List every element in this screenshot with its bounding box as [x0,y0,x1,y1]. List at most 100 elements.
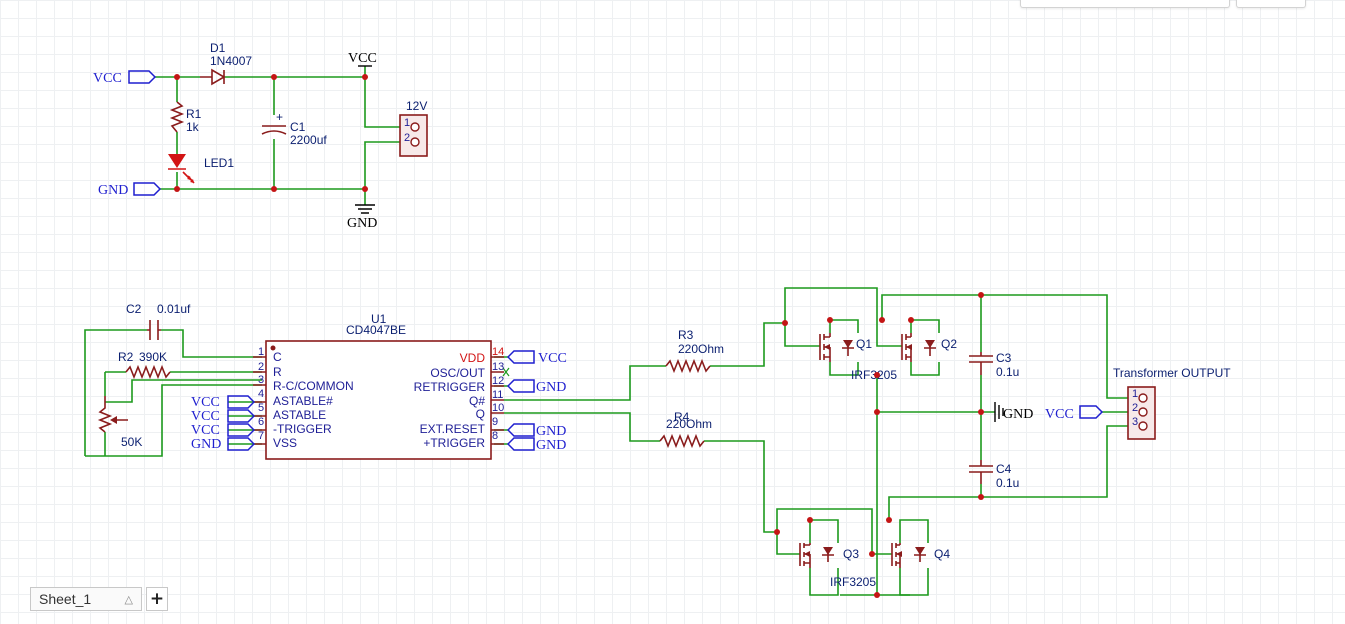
gnd-power-symbol-2[interactable]: GND [994,402,1033,422]
capacitor-c2[interactable]: C2 0.01uf [126,302,191,340]
svg-text:Q3: Q3 [843,547,859,561]
svg-text:0.1u: 0.1u [996,365,1019,379]
vcc-power-symbol[interactable]: VCC [348,51,377,67]
svg-text:0.1u: 0.1u [996,476,1019,490]
resistor-r2[interactable]: R2 390K [118,350,171,380]
mosfet-q4[interactable]: Q4 [891,543,950,568]
svg-text:2200uf: 2200uf [290,133,327,147]
oscillator-section: C2 0.01uf R2 390K 50K U1 CD4047BE 1 2 3 … [84,302,567,460]
toolbar-button[interactable] [1236,0,1306,8]
svg-text:14: 14 [492,346,504,358]
potentiometer[interactable]: 50K [97,396,142,449]
svg-text:GND: GND [1003,407,1033,422]
svg-text:9: 9 [492,416,498,428]
svg-text:3: 3 [1132,416,1138,428]
top-toolbar [1020,0,1310,8]
mosfet-q1[interactable]: Q1 [819,333,872,362]
svg-text:10: 10 [492,402,504,414]
svg-text:1: 1 [1132,388,1138,400]
svg-text:C1: C1 [290,120,306,134]
svg-text:13: 13 [492,361,504,373]
add-sheet-button[interactable]: + [146,587,168,611]
svg-text:GND: GND [536,438,566,453]
sheet-tab[interactable]: Sheet_1 △ [30,587,142,611]
svg-text:GND: GND [98,183,128,198]
svg-text:GND: GND [191,437,221,452]
svg-text:12: 12 [492,375,504,387]
capacitor-c4[interactable]: C4 0.1u [969,460,1019,490]
diode-d1[interactable]: D1 1N4007 [200,41,252,86]
svg-text:5: 5 [258,402,264,414]
svg-text:VSS: VSS [273,436,297,450]
svg-text:OSC/OUT: OSC/OUT [430,366,485,380]
svg-text:VCC: VCC [93,71,122,86]
svg-text:Q#: Q# [469,394,485,408]
svg-text:Transformer OUTPUT: Transformer OUTPUT [1113,366,1231,380]
led-led1[interactable]: LED1 [168,154,234,184]
junction-dots [174,74,368,192]
capacitor-c1[interactable]: + C1 2200uf [261,110,327,147]
svg-text:7: 7 [258,430,264,442]
svg-text:1: 1 [258,346,264,358]
svg-text:CD4047BE: CD4047BE [346,323,406,337]
resistor-r4[interactable]: R4 220Ohm [659,410,712,449]
svg-text:C3: C3 [996,351,1012,365]
sheet-bar: Sheet_1 △ + [30,587,168,613]
svg-text:R4: R4 [674,410,690,424]
gnd-power-symbol[interactable]: GND [347,204,377,231]
svg-text:1: 1 [404,117,410,129]
connector-12v[interactable]: 12V 1 2 [399,99,428,157]
resistor-r1[interactable]: R1 1k [169,101,202,134]
toolbar-dropdown[interactable] [1020,0,1230,8]
svg-text:VCC: VCC [538,351,567,366]
vcc-net-port[interactable]: VCC [93,70,157,86]
svg-text:3: 3 [258,374,264,386]
svg-text:C4: C4 [996,462,1012,476]
capacitor-c3[interactable]: C3 0.1u [969,351,1019,379]
svg-text:R-C/COMMON: R-C/COMMON [273,379,354,393]
svg-text:4: 4 [258,388,264,400]
transformer-output-connector[interactable]: Transformer OUTPUT 1 2 3 [1113,366,1231,440]
power-section: VCC GND D1 1N4007 R1 1k LED1 + [93,41,428,231]
svg-text:220Ohm: 220Ohm [678,342,724,356]
plus-icon: + [149,589,165,609]
svg-text:VCC: VCC [191,423,220,438]
chevron-up-icon[interactable]: △ [124,593,133,606]
svg-text:1k: 1k [186,120,200,134]
svg-text:Q2: Q2 [941,337,957,351]
gnd-net-port[interactable]: GND [98,182,162,198]
svg-text:VDD: VDD [460,351,486,365]
svg-text:50K: 50K [121,435,142,449]
svg-text:ASTABLE#: ASTABLE# [273,394,333,408]
svg-text:RETRIGGER: RETRIGGER [414,380,486,394]
svg-text:C2: C2 [126,302,142,316]
svg-text:VCC: VCC [191,409,220,424]
svg-text:R3: R3 [678,328,694,342]
svg-text:390K: 390K [139,350,167,364]
svg-text:U1: U1 [371,312,387,326]
right-net-ports[interactable]: VCC GND GND GND [506,350,567,453]
svg-text:R: R [273,365,282,379]
svg-text:R1: R1 [186,107,202,121]
driver-junction-dots [774,292,984,598]
svg-text:R2: R2 [118,350,134,364]
svg-text:VCC: VCC [1045,407,1074,422]
mosfet-q2[interactable]: Q2 [901,333,957,362]
svg-text:VCC: VCC [348,51,377,66]
svg-text:8: 8 [492,430,498,442]
left-net-ports[interactable]: VCC VCC VCC GND [191,395,256,452]
svg-text:1N4007: 1N4007 [210,54,252,68]
resistor-r3[interactable]: R3 220Ohm [665,328,724,374]
svg-text:12V: 12V [406,99,427,113]
driver-section: R3 220Ohm R4 220Ohm Q1 Q2 IRF3205 [504,287,1231,598]
mosfet-q3[interactable]: Q3 [799,543,859,568]
svg-text:LED1: LED1 [204,156,234,170]
vcc-net-port-2[interactable]: VCC [1045,405,1104,422]
svg-text:Q1: Q1 [856,337,872,351]
svg-text:+TRIGGER: +TRIGGER [423,436,485,450]
svg-text:GND: GND [347,216,377,231]
svg-text:GND: GND [536,424,566,439]
ic-u1[interactable]: U1 CD4047BE [265,312,492,460]
svg-text:C: C [273,350,282,364]
